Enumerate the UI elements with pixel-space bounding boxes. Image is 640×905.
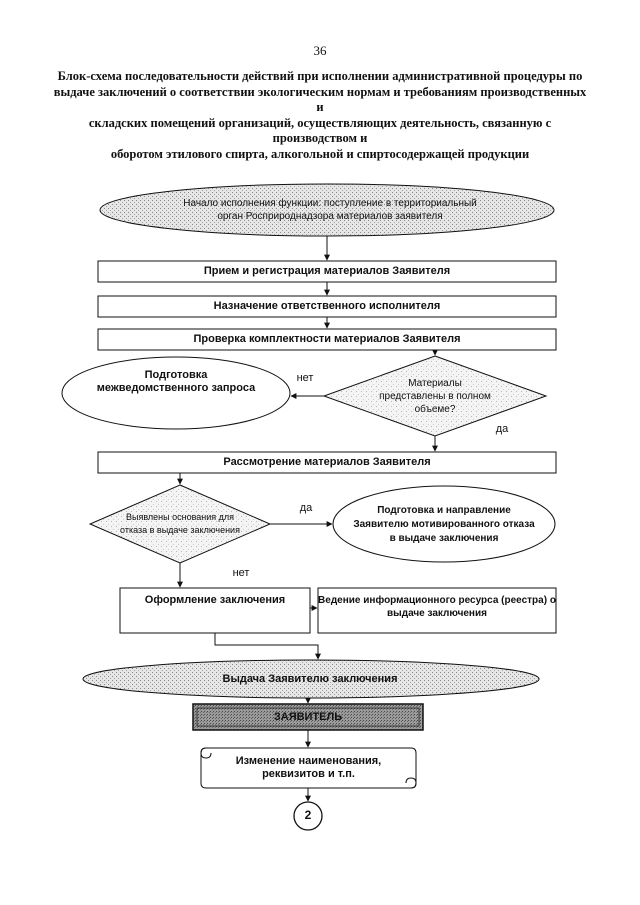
connector-circle	[293, 801, 323, 831]
refusal-label: Подготовка и направление Заявителю мотив…	[353, 505, 535, 544]
check-box	[97, 328, 557, 351]
interagency-label: Подготовка межведомственного запроса	[96, 369, 256, 394]
interagency-request-node	[61, 356, 291, 430]
registry-label: Ведение информационного ресурса (реестра…	[318, 595, 556, 619]
applicant-label: ЗАЯВИТЕЛЬ	[273, 711, 343, 723]
title-line: оборотом этилового спирта, алкогольной и…	[110, 146, 530, 161]
refusal-node	[332, 485, 556, 563]
edge-label-no: нет	[232, 567, 250, 579]
issue-node	[82, 659, 540, 699]
arrow-drafting-to-issue	[214, 633, 321, 660]
check-label: Проверка комплектности материалов Заявит…	[193, 333, 461, 345]
registration-label: Прием и регистрация материалов Заявителя	[203, 265, 451, 277]
review-label: Рассмотрение материалов Заявителя	[223, 456, 431, 468]
edge-label-yes: да	[299, 502, 313, 514]
start-label: Начало исполнения функции: поступление в…	[183, 198, 477, 222]
change-label: Изменение наименования, реквизитов и т.п…	[235, 755, 382, 780]
connector-label: 2	[304, 808, 312, 822]
assign-label: Назначение ответственного исполнителя	[213, 300, 441, 312]
title-line: складских помещений организаций, осущест…	[88, 115, 552, 146]
title-line: выдаче заключений о соответствии экологи…	[53, 84, 587, 115]
issue-label: Выдача Заявителю заключения	[222, 673, 398, 685]
edge-label-no: нет	[296, 372, 314, 384]
title-line: Блок-схема последовательности действий п…	[57, 69, 583, 83]
completeness-label: Материалы представлены в полном объеме?	[379, 378, 491, 415]
drafting-label: Оформление заключения	[144, 594, 286, 606]
page-number: 36	[313, 43, 327, 58]
registry-box	[317, 587, 557, 634]
edge-label-yes: да	[495, 423, 509, 435]
grounds-label: Выявлены основания для отказа в выдаче з…	[120, 512, 240, 535]
document-title: Блок-схема последовательности действий п…	[50, 69, 590, 162]
review-box	[97, 451, 557, 474]
